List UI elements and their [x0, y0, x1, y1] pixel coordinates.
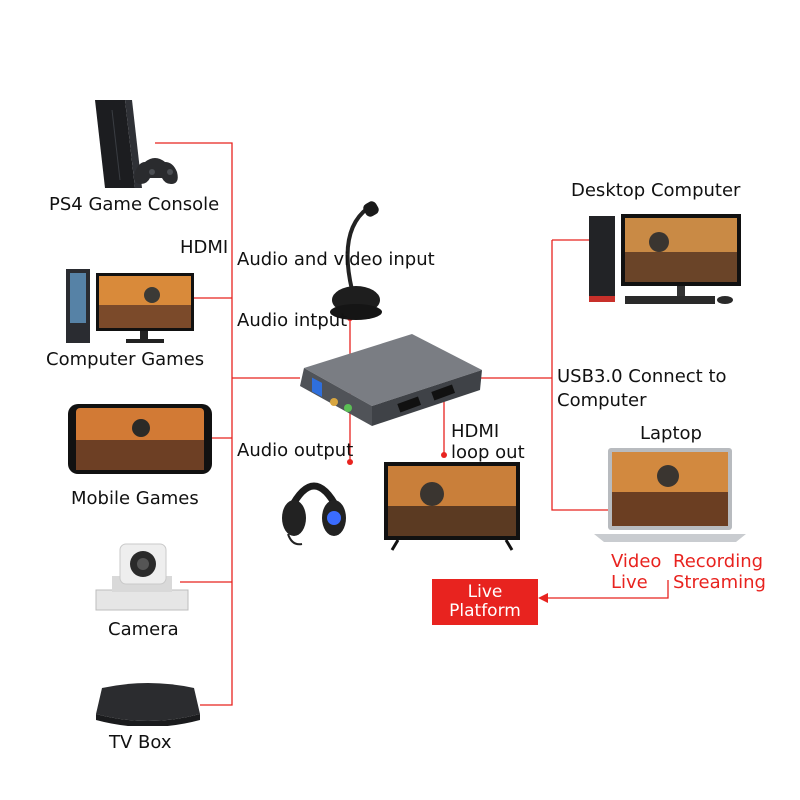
label-ps4: PS4 Game Console	[49, 194, 220, 215]
label-av-input: Audio and video input	[237, 249, 435, 270]
label-tv-box: TV Box	[109, 732, 172, 753]
label-computer-games: Computer Games	[46, 349, 205, 370]
desktop-computer-image	[589, 214, 741, 304]
microphone-image	[330, 201, 382, 320]
label-live: Live	[611, 572, 648, 593]
gaming-pc-image	[66, 269, 194, 343]
label-hdmi-in: HDMI	[180, 237, 229, 258]
live-platform-line1: Live	[467, 582, 503, 602]
laptop-image	[594, 448, 746, 542]
capture-card-device	[300, 334, 482, 426]
live-platform-box: Live Platform	[432, 579, 538, 625]
label-audio-output: Audio output	[237, 440, 354, 461]
label-audio-input: Audio intput	[237, 310, 348, 331]
label-hdmi-loop-1: HDMI	[451, 421, 500, 442]
label-desktop-computer: Desktop Computer	[571, 180, 741, 201]
ps4-console-image	[95, 100, 178, 188]
label-streaming: Streaming	[673, 572, 766, 593]
ptz-camera-image	[95, 543, 189, 611]
label-camera: Camera	[108, 619, 179, 640]
live-platform-line2: Platform	[449, 601, 521, 621]
label-mobile-games: Mobile Games	[71, 488, 199, 509]
tv-monitor-image	[384, 462, 520, 551]
label-hdmi-loop-2: loop out	[451, 442, 525, 463]
headset-image	[282, 482, 346, 546]
label-laptop: Laptop	[640, 423, 702, 444]
label-usb-2: Computer	[557, 390, 647, 411]
label-video: Video	[611, 551, 662, 572]
mobile-phone-image	[68, 404, 212, 474]
label-recording: Recording	[673, 551, 764, 572]
label-usb-1: USB3.0 Connect to	[557, 366, 727, 387]
tv-box-image	[96, 683, 200, 726]
